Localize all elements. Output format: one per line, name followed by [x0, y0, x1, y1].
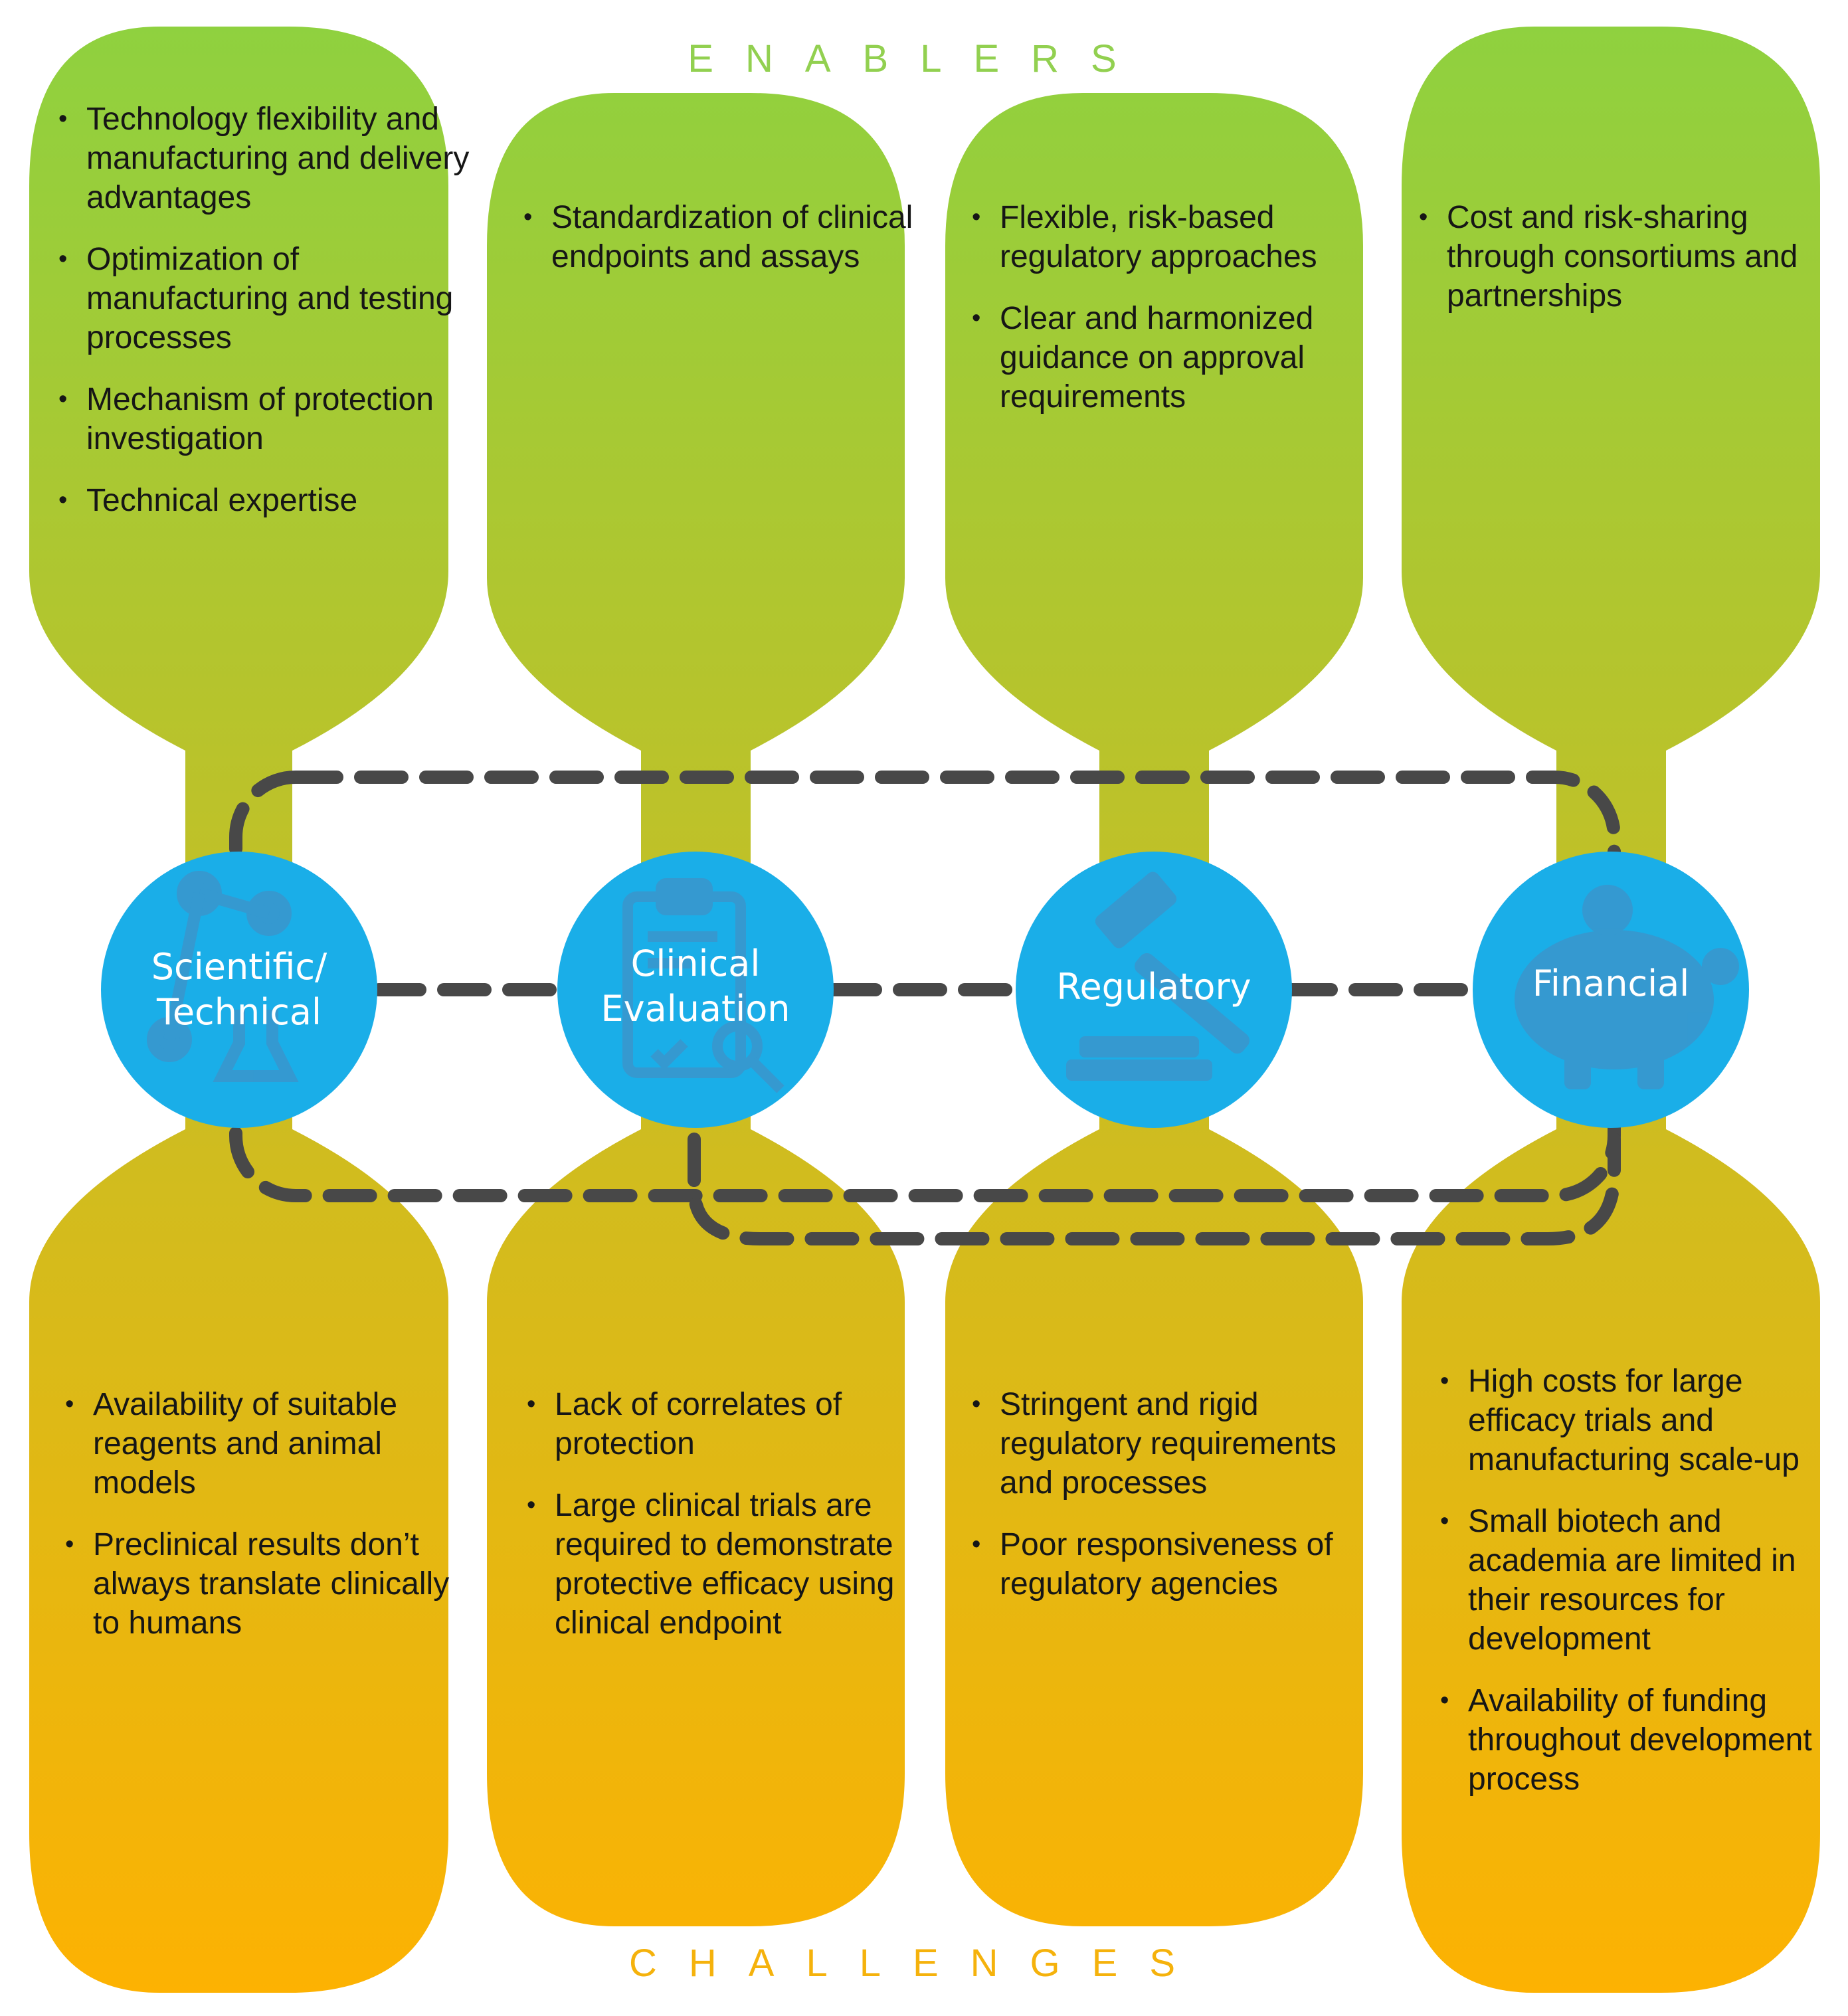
challenge-item: Stringent and rigid regulatory requireme…: [972, 1385, 1385, 1503]
connector-lower-loop: [688, 1133, 1621, 1245]
enabler-item: Cost and risk-sharing through consortium…: [1419, 198, 1845, 316]
challenge-item: Large clinical trials are required to de…: [527, 1486, 927, 1643]
piggy-bank-icon: [1515, 885, 1739, 1089]
challenge-item: Small biotech and academia are limited i…: [1440, 1502, 1847, 1659]
gavel-icon: [1066, 871, 1249, 1081]
scientific-technical-label: Scientific/ Technical: [151, 946, 327, 1033]
scientific-technical-enablers: Technology flexibility and manufacturing…: [53, 100, 472, 543]
regulatory-circle: [1016, 852, 1292, 1128]
challenges-heading: CHALLENGES: [628, 1942, 1208, 1985]
enabler-item: Technical expertise: [58, 481, 472, 520]
enabler-item: Technology flexibility and manufacturing…: [58, 100, 472, 217]
molecule-flask-icon: [147, 871, 299, 1082]
enabler-item: Optimization of manufacturing and testin…: [58, 240, 472, 357]
regulatory-label: Regulatory: [1056, 966, 1251, 1008]
clinical-evaluation-challenges: Lack of correlates of protection Large c…: [521, 1385, 927, 1665]
clinical-evaluation-label: Clinical Evaluation: [601, 943, 790, 1030]
challenge-item: Availability of funding throughout devel…: [1440, 1681, 1847, 1799]
scientific-technical-challenges: Availability of suitable reagents and an…: [60, 1385, 472, 1665]
enablers-heading: ENABLERS: [688, 37, 1149, 80]
challenge-item: High costs for large efficacy trials and…: [1440, 1362, 1847, 1479]
challenge-item: Poor responsiveness of regulatory agenci…: [972, 1525, 1385, 1604]
challenge-item: Lack of correlates of protection: [527, 1385, 927, 1463]
regulatory-challenges: Stringent and rigid regulatory requireme…: [967, 1385, 1385, 1626]
enabler-item: Mechanism of protection investigation: [58, 380, 472, 458]
challenge-item: Preclinical results don’t always transla…: [65, 1525, 472, 1643]
enabler-item: Standardization of clinical endpoints an…: [523, 198, 923, 276]
enabler-item: Clear and harmonized guidance on approva…: [972, 299, 1385, 416]
regulatory-enablers: Flexible, risk-based regulatory approach…: [967, 198, 1385, 439]
challenge-item: Availability of suitable reagents and an…: [65, 1385, 472, 1503]
clinical-evaluation-enablers: Standardization of clinical endpoints an…: [518, 198, 923, 299]
clipboard-magnifier-icon: [622, 878, 785, 1093]
financial-enablers: Cost and risk-sharing through consortium…: [1414, 198, 1845, 338]
financial-label: Financial: [1532, 962, 1690, 1004]
enabler-item: Flexible, risk-based regulatory approach…: [972, 198, 1385, 276]
financial-challenges: High costs for large efficacy trials and…: [1435, 1362, 1847, 1821]
